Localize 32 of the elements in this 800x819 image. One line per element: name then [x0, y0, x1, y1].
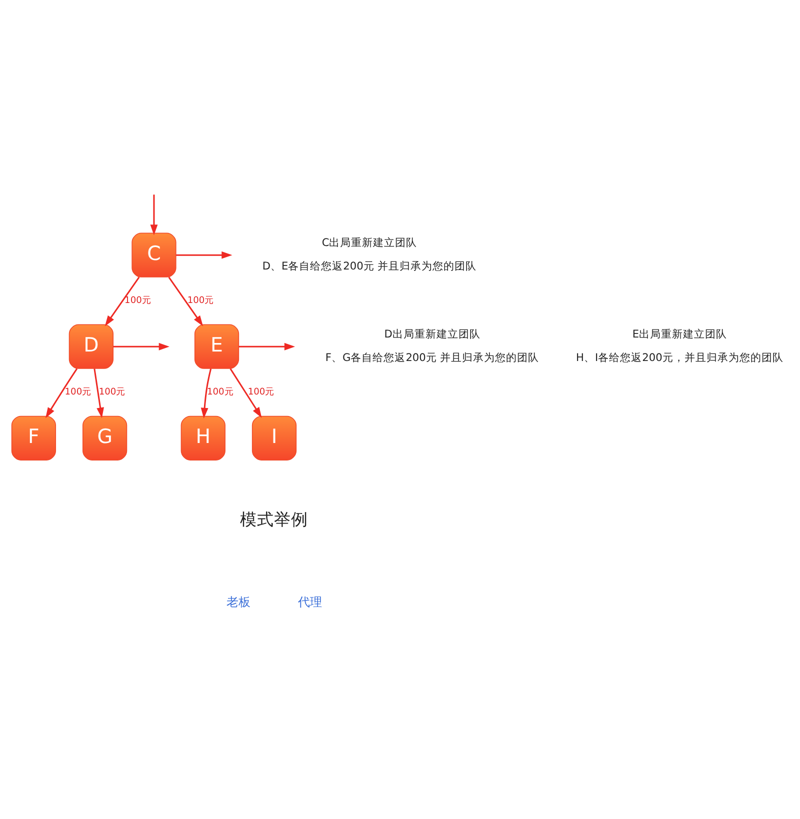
edge-label: 100元: [64, 388, 92, 398]
arrow: [238, 342, 296, 350]
arrow: [94, 368, 104, 418]
edge-label: 100元: [248, 388, 274, 398]
arrow: [230, 368, 262, 418]
label: 模式举例: [240, 510, 308, 529]
arrow: [113, 342, 170, 350]
node-box: I: [252, 416, 297, 460]
arrow: [46, 368, 78, 418]
edge-label: 100元: [124, 296, 151, 306]
arrow: [200, 368, 212, 418]
arrow: [176, 251, 232, 259]
edge-label: 100元: [207, 388, 234, 398]
node-box: G: [82, 416, 128, 460]
node-box: D: [68, 324, 114, 369]
node-label: E出局重新建立团队: [632, 328, 728, 341]
arrow: [104, 276, 140, 326]
node-box: E: [194, 324, 240, 369]
edge-label: 100元: [98, 388, 126, 398]
edge-label: 100元: [187, 296, 214, 306]
label: 代理: [298, 594, 322, 609]
node-label: D出局重新建立团队: [384, 328, 480, 341]
node-box: C: [132, 232, 176, 278]
node-label: F、G各自给您返200元 并且归承为您的团队: [325, 352, 540, 364]
node-box: F: [11, 416, 56, 460]
label: 老板: [226, 594, 251, 609]
node-box: H: [180, 416, 226, 460]
arrow: [150, 194, 158, 236]
node-label: C出局重新建立团队: [322, 237, 418, 250]
node-label: H、I各给您返200元，并且归承为您的团队: [576, 352, 784, 364]
arrow: [168, 276, 204, 326]
node-label: D、E各自给您返200元 并且归承为您的团队: [262, 260, 477, 273]
